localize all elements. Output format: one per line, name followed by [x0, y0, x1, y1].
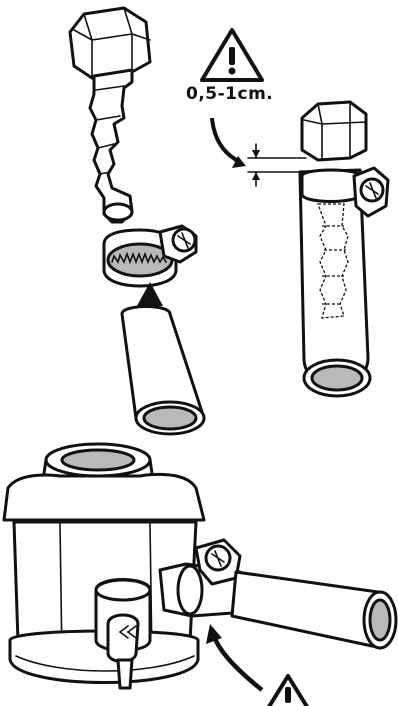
hose-clamp — [104, 226, 196, 286]
assembled-hose — [248, 102, 388, 396]
warning-icon — [262, 676, 314, 706]
measurement-label: 0,5-1cm. — [186, 84, 273, 104]
gas-regulator — [4, 444, 396, 688]
hose-nozzle-with-nut — [70, 8, 150, 222]
hose-tube — [122, 307, 204, 435]
pointer-arrow — [212, 118, 246, 168]
pointer-arrow-bottom — [206, 624, 262, 690]
warning-icon — [202, 30, 262, 80]
